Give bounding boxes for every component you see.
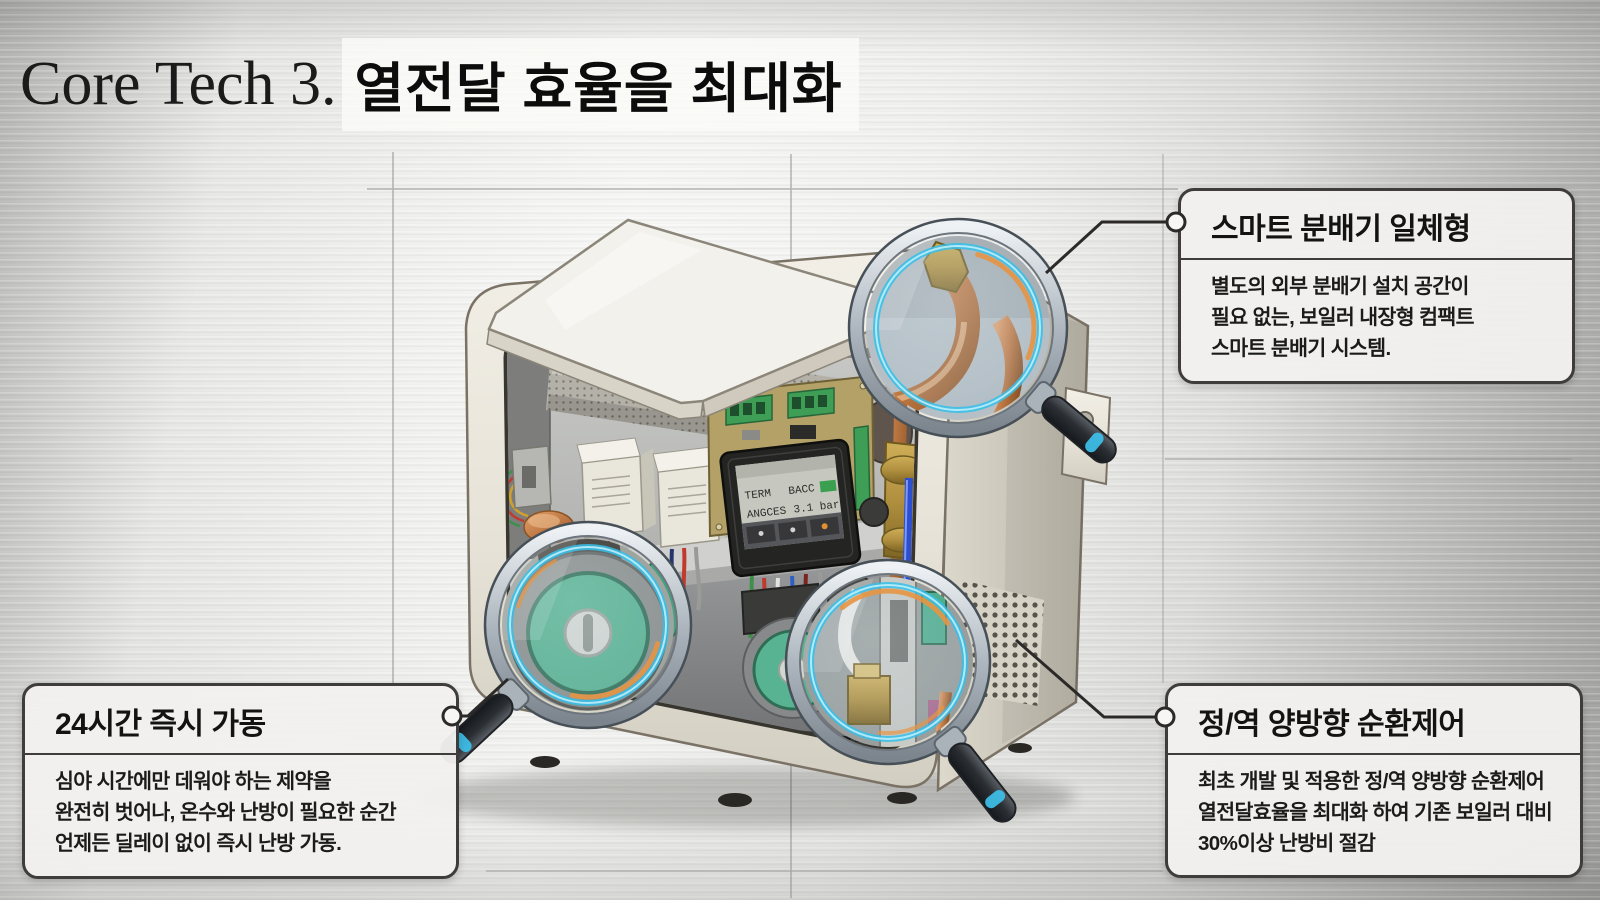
title-headline: 열전달 효율을 최대화 — [342, 38, 859, 131]
magnifier-handle — [1024, 380, 1117, 464]
callout-body: 심야 시간에만 데워야 하는 제약을 완전히 벗어나, 온수와 난방이 필요한 … — [55, 770, 397, 855]
page-title: Core Tech 3. 열전달 효율을 최대화 — [20, 38, 859, 131]
status-badge — [819, 479, 837, 493]
callout-body: 별도의 외부 분배기 설치 공간이 필요 없는, 보일러 내장형 컴팩트 스마트… — [1211, 275, 1474, 360]
title-prefix: Core Tech 3. — [20, 50, 337, 118]
magnifier-left-icon — [440, 520, 693, 764]
magnifier-handle — [933, 725, 1017, 823]
callout-body: 최초 개발 및 적용한 정/역 양방향 순환제어 열전달효율을 최대화 하여 기… — [1198, 770, 1553, 855]
relay-module — [576, 437, 656, 539]
magnifier-right-icon — [784, 558, 1017, 823]
callout-title: 정/역 양방향 순환제어 — [1168, 686, 1580, 755]
valve-knob — [859, 497, 889, 527]
callout-smart-distributor: 스마트 분배기 일체형 별도의 외부 분배기 설치 공간이 필요 없는, 보일러… — [1178, 188, 1575, 384]
control-display: TERM BACC ANGCES 3.1 bar — [719, 438, 862, 578]
callout-bidirectional-control: 정/역 양방향 순환제어 최초 개발 및 적용한 정/역 양방향 순환제어 열전… — [1165, 683, 1583, 878]
device-feet — [530, 743, 1032, 807]
callout-24h-operation: 24시간 즉시 가동 심야 시간에만 데워야 하는 제약을 완전히 벗어나, 온… — [22, 683, 459, 879]
display-row1-right: BACC — [788, 483, 816, 498]
callout-title: 24시간 즉시 가동 — [25, 686, 456, 755]
display-row2-right: 3.1 bar — [793, 499, 840, 516]
display-row1-left: TERM — [744, 488, 772, 503]
callout-title: 스마트 분배기 일체형 — [1181, 191, 1572, 260]
magnifier-top-icon — [847, 217, 1117, 464]
display-row2-left: ANGCES — [746, 505, 787, 521]
